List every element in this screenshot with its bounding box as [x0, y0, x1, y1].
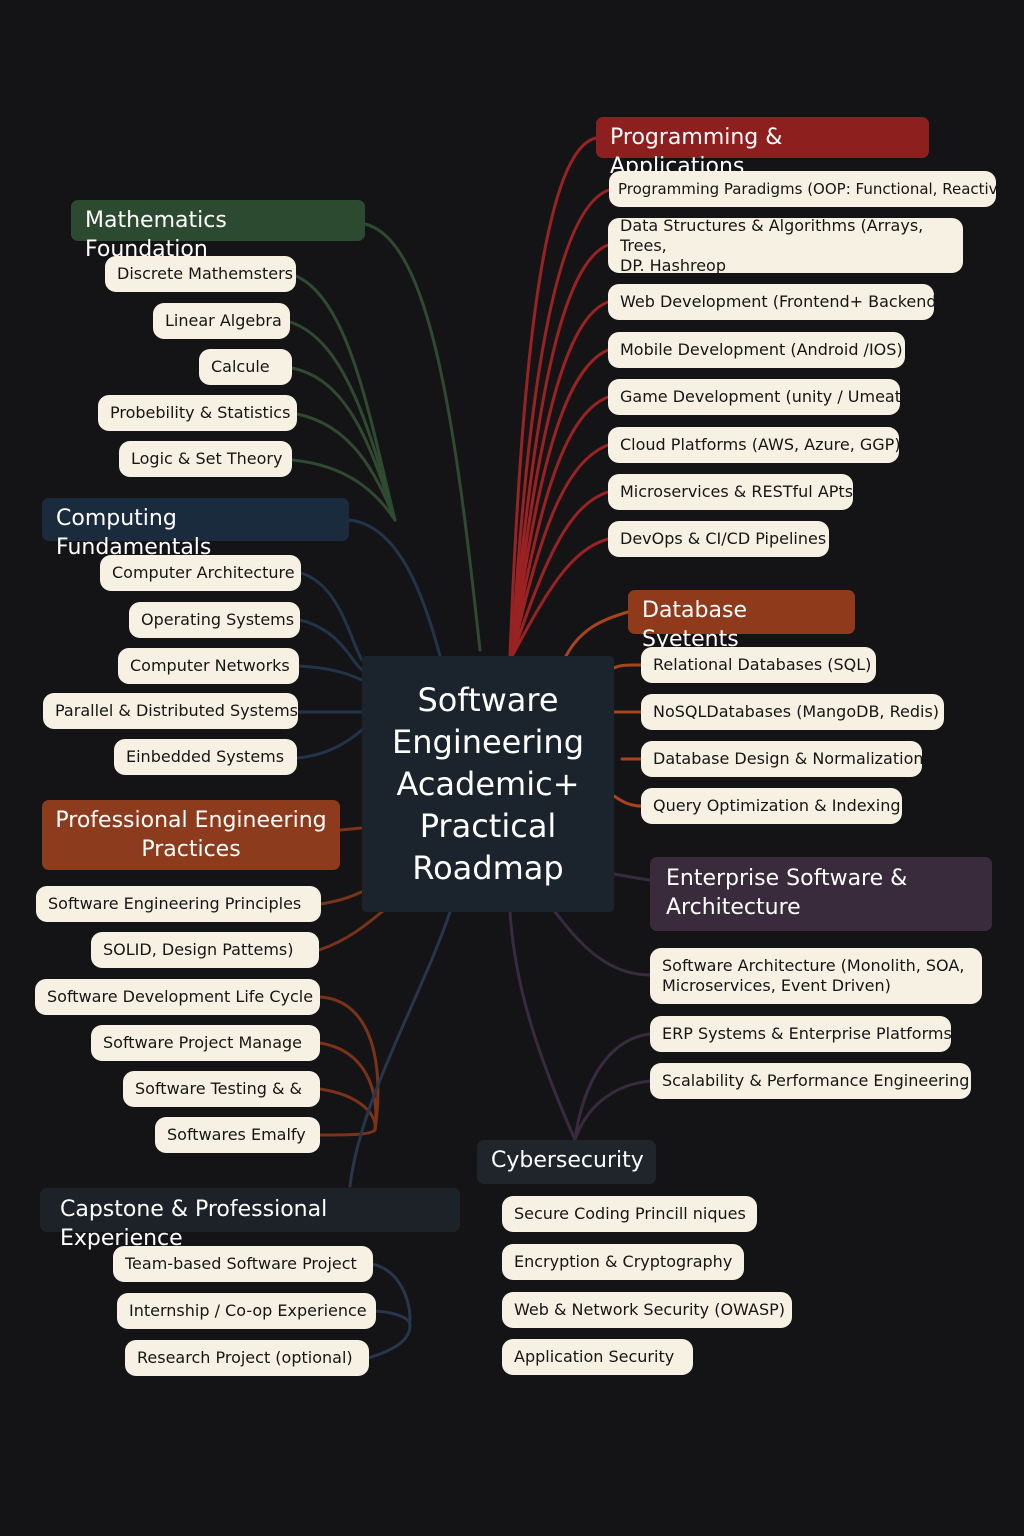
- capstone-item: Internship / Co-op Experience: [117, 1293, 376, 1329]
- enterprise-item: Software Architecture (Monolith, SOA, Mi…: [650, 948, 982, 1004]
- cyber-item: Secure Coding Princill niques: [502, 1196, 757, 1232]
- programming-item: Web Development (Frontend+ Backend): [608, 284, 943, 320]
- capstone-header: Capstone & Professional Experience: [40, 1188, 460, 1251]
- center-title: Software Engineering Academic+ Practical…: [362, 656, 614, 912]
- capstone-item: Team-based Software Project: [113, 1246, 373, 1282]
- computing-connectors: [295, 518, 442, 760]
- computing-item: Parallel & Distributed Systems: [43, 693, 298, 729]
- cyber-item: Encryption & Cryptography: [502, 1244, 744, 1280]
- enterprise-item-line1: Software Architecture (Monolith, SOA,: [662, 956, 965, 975]
- programming-item: Microservices & RESTful APts: [608, 474, 853, 510]
- professional-item: Software Testing & &: [123, 1071, 320, 1107]
- math-header: Mathematics Foundation: [71, 200, 365, 262]
- programming-item: Game Development (unity / Umeat): [608, 379, 907, 415]
- programming-header: Programming & Applications: [596, 117, 929, 179]
- database-connectors: [564, 610, 643, 808]
- database-item: Database Design & Normalization: [641, 741, 924, 777]
- professional-header-line1: Professional Engineering: [55, 808, 327, 833]
- math-item: Discrete Mathemsters: [105, 256, 296, 292]
- math-item: Logic & Set Theory: [119, 441, 292, 477]
- programming-item: Programming Paradigms (OOP: Functional, …: [609, 171, 1013, 207]
- professional-header-line2: Practices: [141, 837, 241, 862]
- database-header: Database Syetents: [628, 590, 855, 652]
- computing-item: Computer Architecture: [100, 555, 301, 591]
- enterprise-item: Scalability & Performance Engineering: [650, 1063, 971, 1099]
- programming-item: Data Structures & Algorithms (Arrays, Tr…: [608, 215, 963, 275]
- programming-item: Cloud Platforms (AWS, Azure, GGP): [608, 427, 901, 463]
- computing-item: Einbedded Systems: [114, 739, 297, 775]
- enterprise-header: Enterprise Software & Architecture: [650, 857, 992, 931]
- cyber-item: Web & Network Security (OWASP): [502, 1292, 792, 1328]
- math-item: Linear Algebra: [153, 303, 290, 339]
- enterprise-header-line1: Enterprise Software &: [666, 866, 908, 891]
- database-item: Query Optimization & Indexing: [641, 788, 902, 824]
- enterprise-item-line2: Microservices, Event Driven): [662, 976, 891, 995]
- capstone-connectors: [348, 910, 452, 1360]
- database-item: Relational Databases (SQL): [641, 647, 876, 683]
- programming-item: DevOps & CI/CD Pipelines: [608, 521, 829, 557]
- programming-item-line2: DP. Hashreop: [620, 255, 726, 275]
- professional-item: Softwares Emalfy: [155, 1117, 320, 1153]
- cyber-header: Cybersecurity: [477, 1140, 656, 1184]
- professional-header: Professional Engineering Practices: [42, 800, 340, 870]
- professional-item: Software Engineering Principles: [36, 886, 321, 922]
- professional-item: SOLID, Design Pattems): [91, 932, 319, 968]
- capstone-item: Research Project (optional): [125, 1340, 369, 1376]
- enterprise-item: ERP Systems & Enterprise Platforms: [650, 1016, 952, 1052]
- math-item: Calcule: [199, 349, 292, 385]
- math-item: Probebility & Statistics: [98, 395, 297, 431]
- professional-item: Software Development Life Cycle: [35, 979, 320, 1015]
- math-connectors: [288, 222, 482, 652]
- cyber-item: Application Security: [502, 1339, 693, 1375]
- enterprise-header-line2: Architecture: [666, 895, 801, 920]
- professional-item: Software Project Manage: [91, 1025, 320, 1061]
- enterprise-connectors: [508, 872, 652, 1142]
- programming-item: Mobile Development (Android /IOS): [608, 332, 905, 368]
- programming-item-line1: Data Structures & Algorithms (Arrays, Tr…: [620, 215, 924, 255]
- programming-connectors: [508, 136, 611, 658]
- database-item: NoSQLDatabases (MangoDB, Redis): [641, 694, 944, 730]
- computing-item: Operating Systems: [129, 602, 300, 638]
- computing-item: Computer Networks: [118, 648, 299, 684]
- computing-header: Computing Fundamentals: [42, 498, 349, 560]
